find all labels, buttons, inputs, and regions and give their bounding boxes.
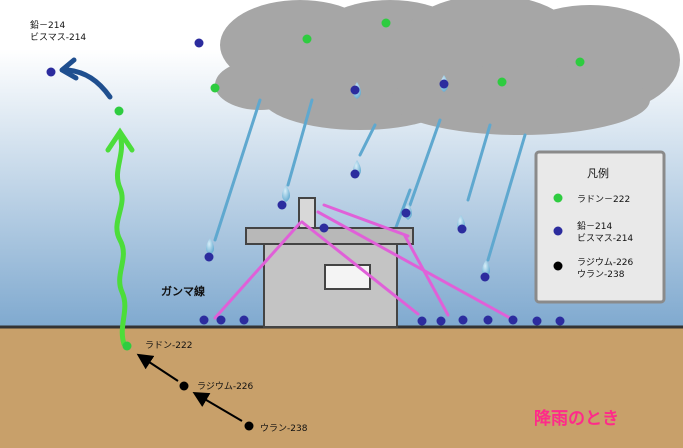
ground-label-radium: ラジウム-226 [197, 381, 254, 392]
top-left-label-line2: ビスマス-214 [30, 32, 86, 43]
legend-item-lead-line1: 鉛－214 [577, 220, 612, 232]
surface-particles [199, 315, 565, 326]
radium-particle [179, 381, 189, 391]
detector [319, 223, 329, 233]
top-left-label-line1: 鉛－214 [30, 19, 65, 31]
legend-item-radium-line2: ウラン-238 [577, 269, 625, 280]
legend-title: 凡例 [587, 166, 609, 180]
ground-label-radon: ラドン-222 [145, 340, 192, 351]
radon-particle-air [114, 106, 124, 116]
legend-swatch-radon [553, 193, 563, 203]
legend-swatch-lead [553, 226, 563, 236]
ground-label-uranium: ウラン-238 [260, 423, 308, 434]
uranium-particle [244, 421, 254, 431]
gamma-label: ガンマ線 [161, 284, 205, 298]
monitoring-building [245, 197, 414, 328]
decay-chain [122, 341, 254, 431]
rain-cloud [215, 0, 680, 135]
radon-particle-ground [122, 341, 132, 351]
decay-arrow-sky [65, 67, 113, 100]
caption: 降雨のとき [534, 408, 619, 429]
ground [0, 328, 683, 448]
rain-streaks [213, 98, 527, 262]
legend-item-radon: ラドン－222 [577, 194, 630, 205]
gamma-rays [213, 203, 512, 320]
legend: 凡例 ラドン－222 鉛－214 ビスマス-214 ラジウム-226 ウラン-2… [534, 150, 666, 304]
sky-particles [46, 18, 585, 282]
radon-rising-arrow [105, 127, 135, 347]
decay-arrow-sky-head [59, 57, 79, 81]
legend-item-lead-line2: ビスマス-214 [577, 233, 633, 244]
legend-item-radium-line1: ラジウム-226 [577, 257, 634, 268]
legend-swatch-radium [553, 261, 563, 271]
